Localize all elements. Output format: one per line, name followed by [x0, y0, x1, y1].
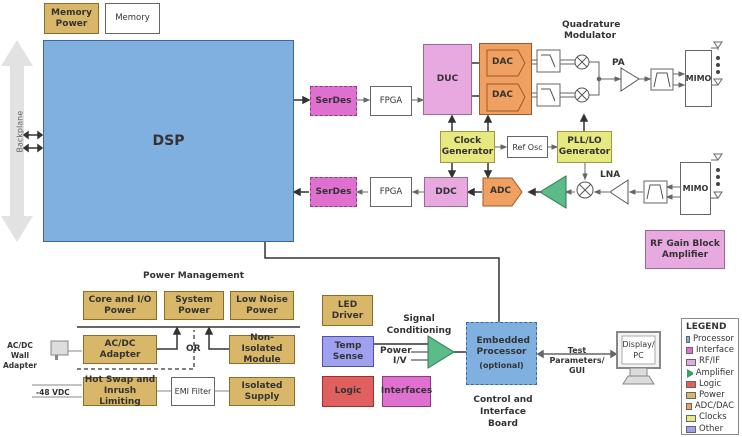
legend-swatch-icon: [687, 368, 693, 378]
legend-item-label: Interface: [695, 345, 734, 356]
legend-swatch-icon: [686, 358, 696, 366]
signal-conditioning-label: Signal Conditioning: [386, 314, 452, 336]
fpga-rx-block: FPGA: [370, 177, 412, 207]
wall-adapter-label: AC/DC Wall Adapter: [3, 341, 37, 370]
backplane-connectors: [22, 130, 44, 153]
legend-item: Clocks: [686, 412, 734, 423]
backplane-arrow: [1, 40, 33, 242]
legend-item: Logic: [686, 379, 734, 390]
legend-item: Interface: [686, 345, 734, 356]
legend-item-label: RF/IF: [699, 356, 721, 367]
legend-swatch-icon: [686, 403, 692, 411]
legend-swatch-icon: [686, 392, 696, 400]
acdc-adapter-block: AC/DC Adapter: [83, 335, 157, 364]
serdes-tx-block: SerDes: [310, 86, 357, 116]
legend-title: LEGEND: [686, 322, 727, 332]
wall-adapter-icon: [50, 340, 69, 360]
system-power-block: System Power: [164, 291, 224, 320]
non-isolated-module-block: Non-Isolated Module: [229, 333, 295, 365]
temp-sense-block: Temp Sense: [322, 336, 374, 367]
vdc-label: -48 VDC: [36, 388, 70, 397]
serdes-rx-block: SerDes: [310, 177, 357, 207]
legend-item-label: Clocks: [699, 412, 727, 423]
legend-swatch-icon: [686, 380, 696, 388]
test-parameters-label: Test Parameters/ GUI: [549, 346, 605, 375]
dac2-label: DAC: [492, 90, 514, 100]
rx-amplifier: [539, 175, 567, 209]
low-noise-power-block: Low Noise Power: [230, 291, 294, 320]
legend-item-label: ADC/DAC: [694, 401, 734, 412]
legend-item: RF/IF: [686, 356, 734, 367]
power-management-title: Power Management: [143, 271, 245, 281]
legend-item: Power: [686, 390, 734, 401]
led-driver-block: LED Driver: [322, 295, 373, 326]
control-board-title: Control and Interface Board: [473, 395, 533, 429]
mixers: [574, 54, 594, 199]
legend-item: Amplifier: [686, 368, 734, 379]
ddc-block: DDC: [424, 177, 468, 207]
isolated-supply-block: Isolated Supply: [229, 377, 295, 406]
dac-shapes: [486, 49, 526, 112]
or-label: OR: [186, 344, 201, 354]
antennas: [713, 41, 723, 199]
iv-input-label: I/V: [393, 356, 407, 366]
legend-item: ADC/DAC: [686, 401, 734, 412]
legend-item-label: Amplifier: [695, 367, 734, 378]
display-pc-label: Display/ PC: [622, 340, 655, 360]
legend-item-label: Logic: [699, 378, 722, 389]
legend-swatch-icon: [686, 414, 696, 422]
dac1-label: DAC: [492, 57, 514, 67]
backplane-label: Backplane: [15, 110, 25, 153]
hot-swap-block: Hot Swap and Inrush Limiting: [83, 375, 157, 407]
pa-amplifier: [620, 67, 640, 92]
lna-amplifier: [609, 179, 629, 205]
ref-osc-block: Ref Osc: [507, 136, 548, 158]
signal-conditioning-amplifier: [427, 335, 455, 369]
embedded-processor-label: Embedded Processor: [476, 336, 531, 357]
logic-block: Logic: [322, 376, 374, 407]
legend-item: Processor: [686, 334, 734, 345]
dsp-block: DSP: [43, 40, 294, 242]
emi-filter-block: EMI Filter: [171, 377, 215, 406]
pa-label: PA: [612, 58, 625, 68]
optional-label: (optional): [479, 361, 524, 370]
power-input-label: Power: [380, 346, 412, 356]
legend-item-label: Power: [699, 390, 725, 401]
lna-label: LNA: [600, 170, 621, 180]
pll-lo-generator-block: PLL/LO Generator: [557, 131, 612, 163]
fpga-tx-block: FPGA: [370, 86, 412, 116]
clock-generator-block: Clock Generator: [440, 131, 495, 163]
interfaces-block: Interfaces: [381, 376, 432, 407]
rf-gain-block-amplifier: RF Gain Block Amplifier: [645, 230, 725, 269]
legend-swatch-icon: [686, 425, 696, 433]
legend-item-label: Other: [699, 423, 724, 434]
core-io-power-block: Core and I/O Power: [83, 291, 157, 320]
legend-swatch-icon: [686, 336, 691, 344]
legend-swatch-icon: [686, 347, 693, 355]
duc-block: DUC: [423, 44, 472, 115]
adc-label: ADC: [490, 186, 512, 196]
monitor-icon: [616, 331, 661, 385]
mimo-rx-block: MIMO: [680, 162, 711, 215]
embedded-processor-block: Embedded Processor (optional): [466, 322, 537, 385]
memory-block: Memory: [105, 3, 160, 34]
legend-item: Other: [686, 424, 734, 435]
legend-item-label: Processor: [693, 334, 734, 344]
adc-shape: [482, 177, 523, 207]
memory-power-block: Memory Power: [44, 3, 99, 34]
mimo-tx-block: MIMO: [685, 50, 712, 107]
quadrature-modulator-label: Quadrature Modulator: [562, 20, 621, 41]
